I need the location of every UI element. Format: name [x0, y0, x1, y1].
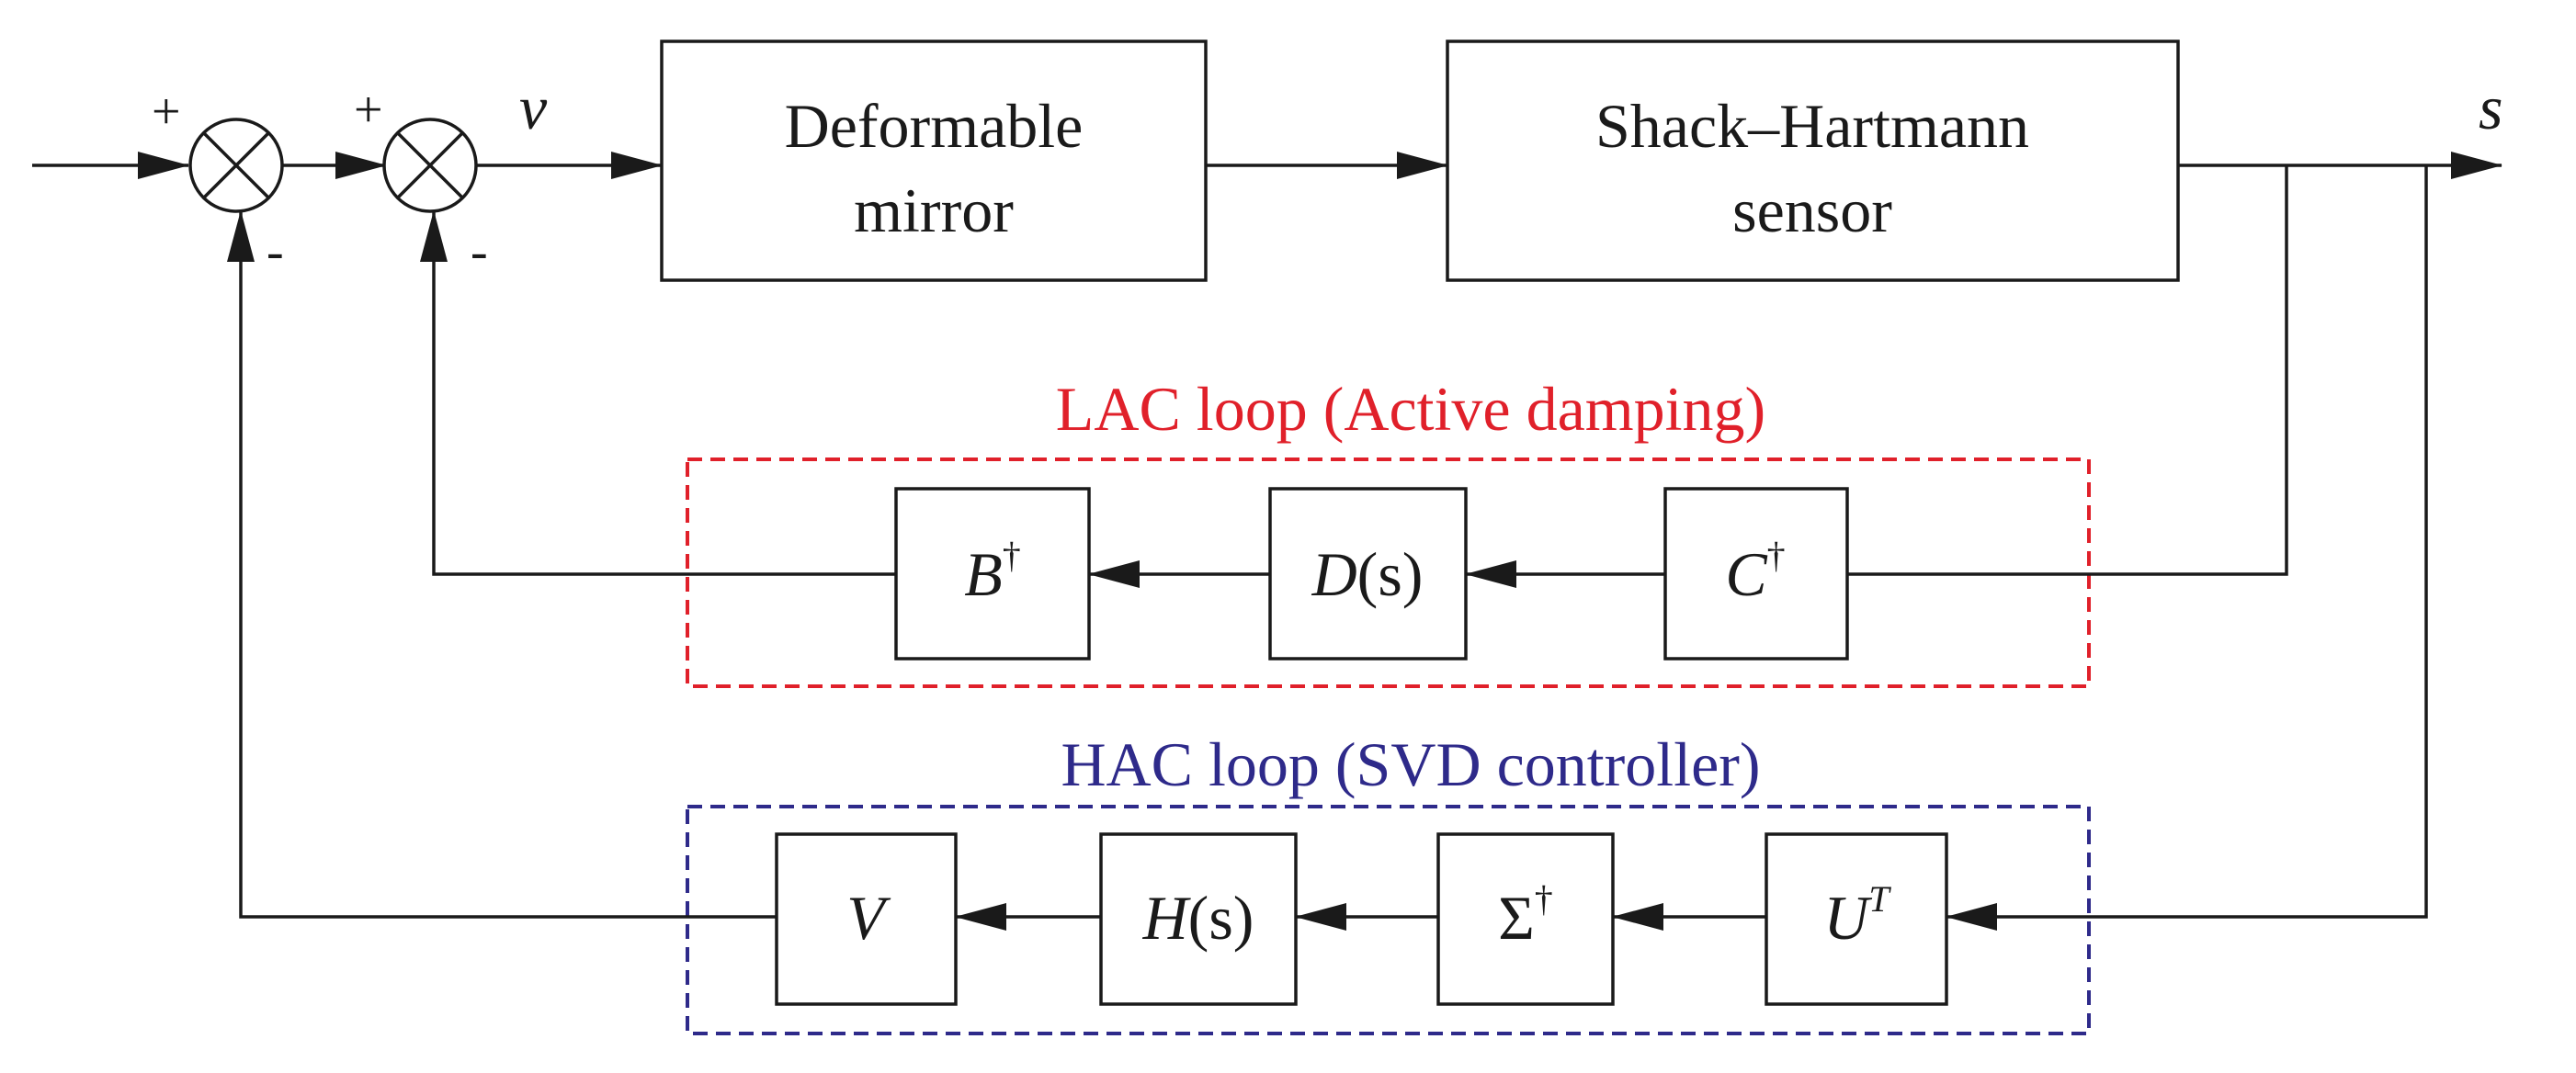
- sum2-minus-sign: -: [471, 223, 488, 280]
- signal-v-label: v: [519, 73, 548, 142]
- lac-loop-title: LAC loop (Active damping): [1056, 374, 1765, 444]
- dm-label-line1: Deformable: [785, 91, 1084, 161]
- svg-text:C†: C†: [1725, 535, 1785, 609]
- sigma-sup: †: [1535, 878, 1553, 920]
- h-arg: (s): [1188, 883, 1254, 953]
- svg-text:UT: UT: [1823, 878, 1891, 953]
- sigma-main: Σ: [1498, 883, 1535, 953]
- sigma-dagger-block: Σ†: [1436, 832, 1615, 1006]
- h-main: H: [1142, 883, 1192, 953]
- dm-label-line2: mirror: [854, 175, 1014, 245]
- c-dagger-main: C: [1725, 539, 1767, 609]
- hac-loop-title: HAC loop (SVD controller): [1061, 729, 1760, 799]
- lac-feedback-wire-out: [420, 210, 896, 576]
- b-dagger-main: B: [964, 539, 1003, 609]
- summing-junction-1: [188, 118, 284, 213]
- sum1-plus-sign: +: [152, 84, 181, 141]
- lac-loop-frame: [686, 457, 2091, 688]
- b-dagger-block: B†: [894, 487, 1091, 661]
- d-arg: (s): [1357, 539, 1424, 609]
- lac-feedback-wire-in: [1847, 165, 2288, 576]
- b-dagger-sup: †: [1003, 535, 1021, 576]
- v-block: V: [775, 832, 958, 1006]
- hac-loop-frame: [686, 805, 2091, 1035]
- u-main: U: [1823, 883, 1872, 953]
- c-dagger-block: C†: [1663, 487, 1849, 661]
- signal-s-label: s: [2479, 73, 2502, 142]
- summing-junction-2: [382, 118, 478, 213]
- sum1-minus-sign: -: [267, 223, 284, 280]
- svg-text:H(s): H(s): [1142, 883, 1254, 953]
- sh-label-line1: Shack–Hartmann: [1595, 91, 2029, 161]
- svg-text:B†: B†: [964, 535, 1021, 609]
- u-transpose-block: UT: [1765, 832, 1948, 1006]
- d-of-s-block: D(s): [1268, 487, 1468, 661]
- deformable-mirror-block: Deformable mirror: [660, 40, 1208, 282]
- hac-feedback-wire-out: [227, 210, 777, 919]
- sum2-plus-sign: +: [354, 82, 383, 139]
- shack-hartmann-sensor-block: Shack–Hartmann sensor: [1446, 40, 2180, 282]
- sh-label-line2: sensor: [1732, 175, 1892, 245]
- h-of-s-block: H(s): [1099, 832, 1298, 1006]
- u-sup: T: [1868, 878, 1891, 920]
- v-main: V: [846, 883, 891, 953]
- hac-feedback-wire-in: [1946, 165, 2428, 931]
- svg-text:D(s): D(s): [1311, 539, 1424, 609]
- d-main: D: [1311, 539, 1357, 609]
- svg-text:Σ†: Σ†: [1498, 878, 1553, 953]
- c-dagger-sup: †: [1767, 535, 1786, 576]
